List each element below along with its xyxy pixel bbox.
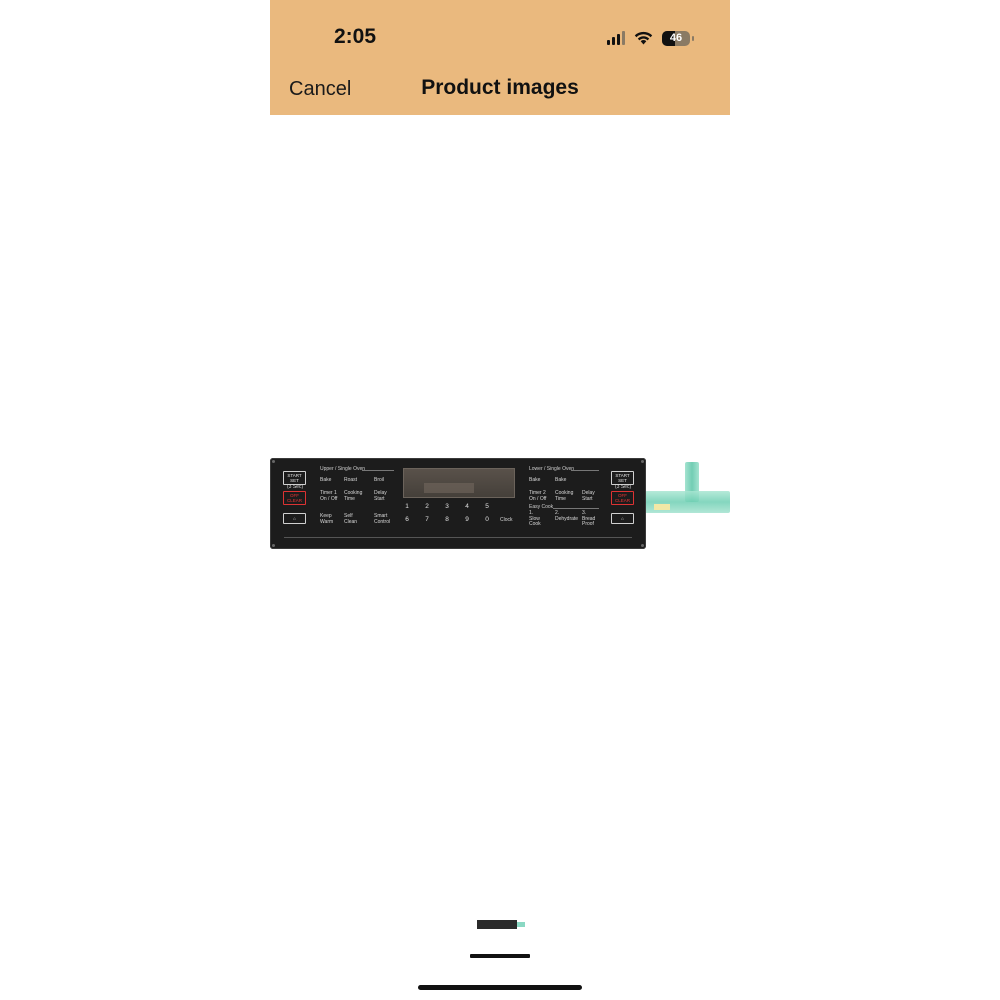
upper-off-clear-button: OFF CLEAR: [283, 491, 306, 505]
keypad-key: 1: [405, 503, 409, 510]
wifi-icon: [634, 31, 653, 45]
keypad-key: 4: [465, 503, 469, 510]
keypad-key: 7: [425, 516, 429, 523]
upper-section-label: Upper / Single Oven: [320, 466, 366, 472]
home-indicator[interactable]: [418, 985, 582, 990]
divider: [284, 537, 632, 538]
cellular-signal-icon: [607, 31, 625, 45]
keypad-key: 2: [425, 503, 429, 510]
upper-broil: Broil: [374, 477, 385, 483]
bread-proof: 3. Bread Proof: [582, 510, 596, 527]
lock-icon: ⌂: [611, 513, 634, 524]
keypad-key: 5: [485, 503, 489, 510]
battery-level: 46: [669, 32, 683, 44]
battery-icon: 46: [662, 30, 694, 46]
lower-delay-start: Delay Start: [582, 490, 595, 502]
easy-cook-label: Easy Cook: [529, 504, 554, 510]
upper-cooking-time: Cooking Time: [344, 490, 363, 502]
clock-key: Clock: [500, 517, 513, 523]
thumbnail-ribbon: [517, 922, 525, 927]
keypad-key: 8: [445, 516, 449, 523]
phone-screen: 2:05 46 Cancel Product images: [270, 0, 730, 1000]
upper-roast: Roast: [344, 477, 358, 483]
upper-start-set-button: START SET: [283, 471, 306, 485]
lower-start-set-button: START SET: [611, 471, 634, 485]
upper-delay-start: Delay Start: [374, 490, 387, 502]
product-image[interactable]: START SET (3 Sec) OFF CLEAR ⌂ Upper / Si…: [270, 458, 730, 550]
oven-control-panel: START SET (3 Sec) OFF CLEAR ⌂ Upper / Si…: [270, 458, 646, 549]
oven-display: [403, 468, 515, 498]
upper-smart-control: Smart Control: [374, 513, 391, 525]
slow-cook: 1. Slow Cook: [529, 510, 541, 527]
upper-keep-warm: Keep Warm: [320, 513, 334, 525]
dehydrate: 2. Dehydrate: [555, 510, 579, 522]
lower-timer: Timer 2 On / Off: [529, 490, 547, 502]
lower-cooking-time: Cooking Time: [555, 490, 574, 502]
lower-section-label: Lower / Single Oven: [529, 466, 575, 472]
lower-bake-2: Bake: [555, 477, 567, 483]
screw: [272, 460, 275, 463]
keypad-key: 6: [405, 516, 409, 523]
lower-start-hint: (3 Sec): [615, 484, 632, 490]
lower-bake: Bake: [529, 477, 541, 483]
keypad-key: 0: [485, 516, 489, 523]
divider: [553, 508, 599, 509]
lower-off-clear-button: OFF CLEAR: [611, 491, 634, 505]
cancel-button[interactable]: Cancel: [289, 78, 352, 100]
divider: [571, 470, 599, 471]
selected-thumbnail-indicator: [470, 954, 530, 958]
screw: [641, 460, 644, 463]
ribbon-tab: [654, 504, 670, 510]
upper-timer: Timer 1 On / Off: [320, 490, 338, 502]
upper-self-clean: Self Clean: [344, 513, 358, 525]
divider: [362, 470, 394, 471]
status-time: 2:05: [334, 25, 377, 48]
image-thumbnail[interactable]: [477, 920, 517, 929]
screw: [641, 544, 644, 547]
screw: [272, 544, 275, 547]
lock-icon: ⌂: [283, 513, 306, 524]
upper-start-hint: (3 Sec): [287, 484, 304, 490]
keypad-key: 3: [445, 503, 449, 510]
keypad-key: 9: [465, 516, 469, 523]
status-icons: 46: [607, 28, 694, 48]
nav-header: 2:05 46 Cancel Product images: [270, 0, 730, 115]
upper-bake: Bake: [320, 477, 332, 483]
